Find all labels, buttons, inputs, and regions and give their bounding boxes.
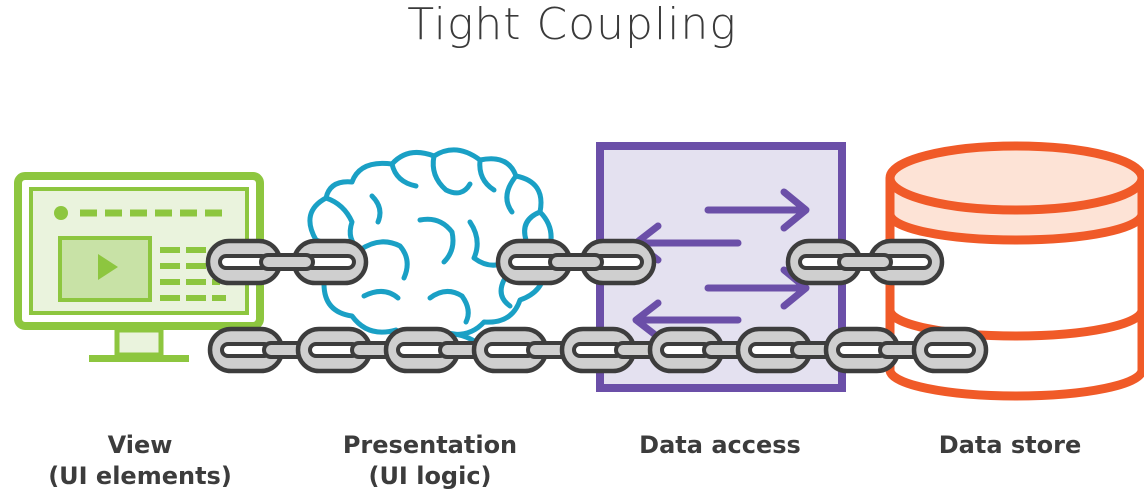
chain-link-icon [207, 326, 285, 374]
label-view-sub: (UI elements) [48, 462, 232, 490]
chain-connector [837, 253, 893, 271]
label-view: View (UI elements) [40, 430, 240, 492]
chain-link-icon [735, 326, 813, 374]
brain-icon [307, 147, 554, 367]
chain-link-icon [205, 238, 283, 286]
chain-connector [259, 253, 315, 271]
chain-link-icon [383, 326, 461, 374]
chain-link-icon [823, 326, 901, 374]
label-presentation: Presentation (UI logic) [330, 430, 530, 492]
chain-link-icon [647, 326, 725, 374]
chains-layer [205, 238, 989, 374]
label-data-access-name: Data access [639, 431, 801, 459]
label-data-store-name: Data store [938, 431, 1082, 459]
label-view-name: View [107, 431, 173, 459]
chain-link-icon [495, 238, 573, 286]
chain-link-icon [911, 326, 989, 374]
chain-connector [548, 253, 604, 271]
label-data-store: Data store [910, 430, 1110, 461]
diagram-title: Tight Coupling [407, 0, 737, 50]
label-presentation-name: Presentation [342, 431, 518, 459]
label-data-access: Data access [620, 430, 820, 461]
label-presentation-sub: (UI logic) [368, 462, 492, 490]
